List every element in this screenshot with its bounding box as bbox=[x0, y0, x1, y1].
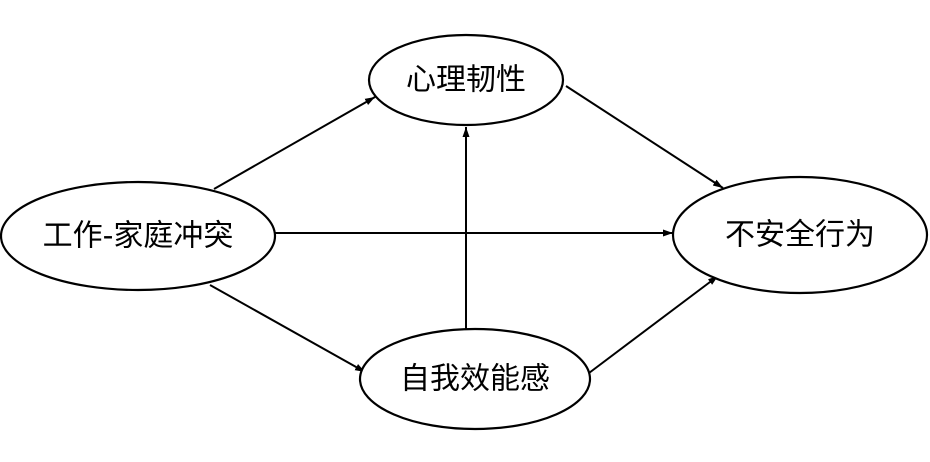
edges bbox=[209, 85, 724, 374]
node-psychological-resilience: 心理韧性 bbox=[367, 33, 565, 127]
node-shape-unsafe-behavior bbox=[671, 175, 929, 295]
node-self-efficacy: 自我效能感 bbox=[358, 327, 592, 431]
node-label-work-family-conflict: 工作-家庭冲突 bbox=[43, 219, 234, 254]
node-work-family-conflict: 工作-家庭冲突 bbox=[0, 180, 277, 292]
node-unsafe-behavior: 不安全行为 bbox=[671, 175, 929, 295]
node-shape-work-family-conflict bbox=[0, 180, 277, 292]
edge-wfc-to-resilience bbox=[213, 96, 376, 190]
node-shape-self-efficacy bbox=[358, 327, 592, 431]
edge-wfc-to-efficacy bbox=[209, 284, 366, 373]
edge-efficacy-to-unsafe bbox=[588, 275, 719, 374]
node-label-self-efficacy: 自我效能感 bbox=[400, 362, 550, 397]
node-label-unsafe-behavior: 不安全行为 bbox=[725, 218, 875, 253]
node-shape-psychological-resilience bbox=[367, 33, 565, 127]
edge-resilience-to-unsafe bbox=[565, 85, 724, 189]
node-label-psychological-resilience: 心理韧性 bbox=[406, 63, 526, 98]
